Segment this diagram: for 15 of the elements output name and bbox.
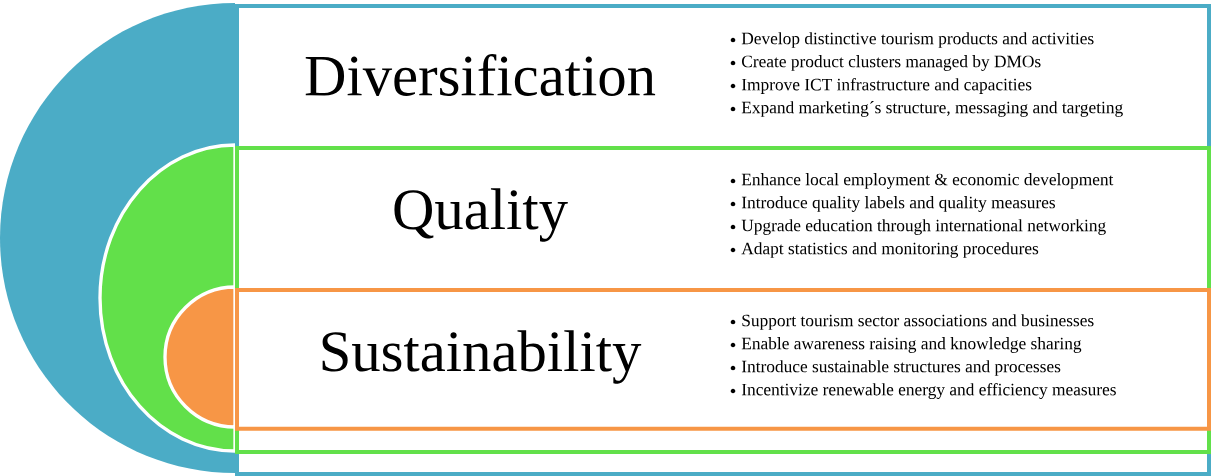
bullet-item: Introduce quality labels and quality measures	[730, 196, 1055, 212]
section-heading: Diversification	[305, 54, 656, 96]
bullet-item: Develop distinctive tourism products and activities	[730, 32, 1094, 48]
section-heading: Quality	[394, 188, 568, 242]
bullet-item: Create product clusters managed by DMOs	[730, 55, 1041, 71]
bullet-item: Upgrade education through international networking	[730, 219, 1106, 235]
bullet-item: Incentivize renewable energy and efficiency measures	[730, 383, 1116, 399]
bullet-item: Expand marketing´s structure, messaging and targeting	[730, 101, 1123, 117]
section-heading: Sustainability	[322, 330, 642, 384]
bullet-item: Adapt statistics and monitoring procedures	[730, 242, 1039, 258]
bullet-item: Introduce sustainable structures and processes	[730, 360, 1061, 376]
bullet-item: Support tourism sector associations and businesses	[730, 314, 1094, 330]
bullet-item: Improve ICT infrastructure and capacities	[730, 78, 1032, 94]
bullet-item: Enhance local employment & economic development	[730, 173, 1114, 189]
bullet-item: Enable awareness raising and knowledge sharing	[730, 337, 1082, 353]
